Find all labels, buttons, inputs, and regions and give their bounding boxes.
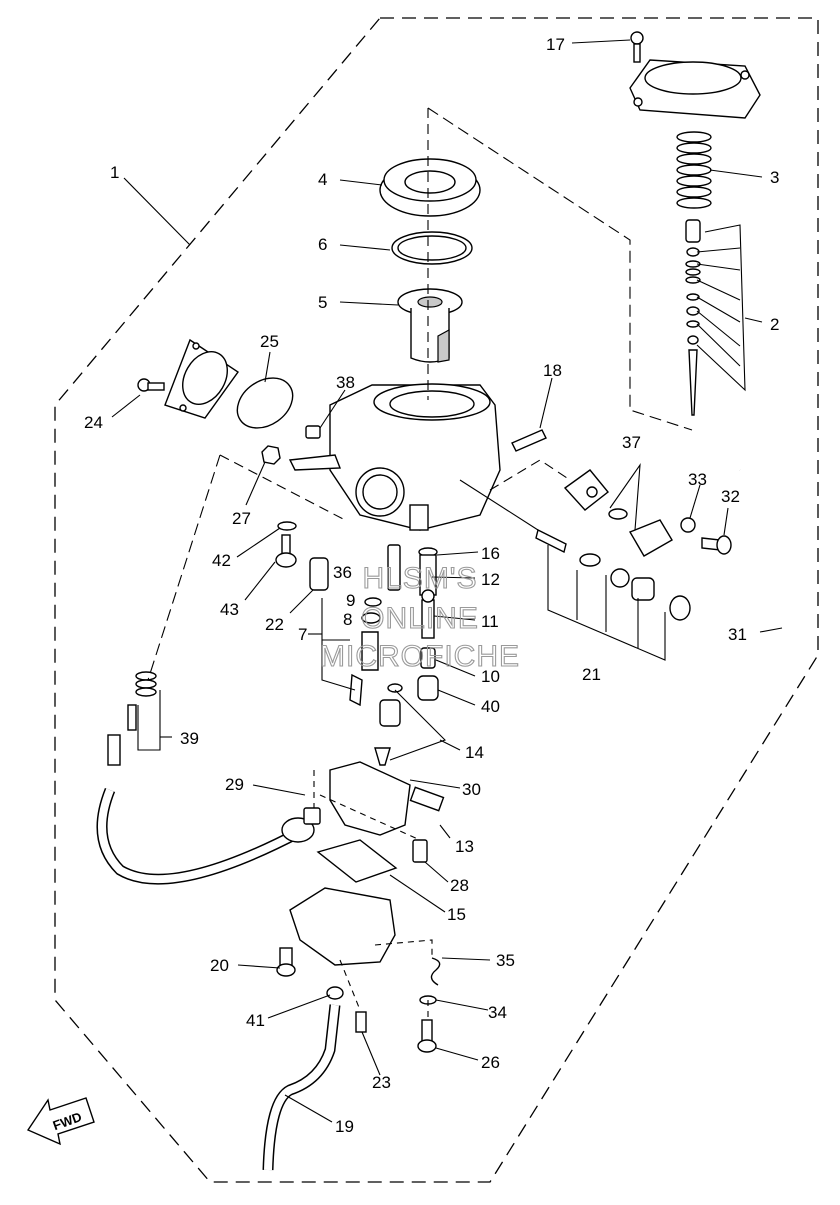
part-38-screw — [305, 425, 321, 439]
label-part-28: 28 — [450, 876, 469, 895]
part-21-choke-valve — [535, 528, 691, 621]
label-part-40: 40 — [481, 697, 500, 716]
part-36-needle-jet — [387, 544, 401, 591]
label-part-20: 20 — [210, 956, 229, 975]
part-6-o-ring — [391, 231, 473, 265]
part-float-bowl — [289, 887, 396, 966]
part-2-needle-assembly — [685, 219, 701, 416]
part-32-screw — [701, 535, 732, 555]
part-42-washer — [277, 521, 297, 531]
watermark-line-2: ONLINE — [361, 602, 479, 635]
part-8-washer — [361, 612, 381, 624]
part-5-piston-valve — [397, 288, 463, 363]
label-part-19: 19 — [335, 1117, 354, 1136]
part-18-screw — [511, 429, 547, 452]
part-10-main-jet — [420, 647, 436, 669]
label-part-1: 1 — [110, 163, 119, 182]
part-33-washer — [680, 517, 696, 533]
label-part-5: 5 — [318, 293, 327, 312]
label-part-36: 36 — [333, 563, 352, 582]
watermark: HLSM'S ONLINE MICROFICHE — [319, 561, 520, 673]
label-part-8: 8 — [343, 610, 352, 629]
label-part-2: 2 — [770, 315, 779, 334]
label-part-37: 37 — [622, 433, 641, 452]
label-part-25: 25 — [260, 332, 279, 351]
label-part-29: 29 — [225, 775, 244, 794]
label-part-9: 9 — [346, 591, 355, 610]
part-17-screw — [630, 31, 644, 63]
leader-lines — [111, 39, 783, 1123]
part-3-spring — [676, 131, 712, 209]
label-part-17: 17 — [546, 35, 565, 54]
label-part-6: 6 — [318, 235, 327, 254]
label-part-23: 23 — [372, 1073, 391, 1092]
part-9-o-ring — [364, 597, 382, 607]
label-part-7: 7 — [298, 625, 307, 644]
label-part-41: 41 — [246, 1011, 265, 1030]
label-part-32: 32 — [721, 487, 740, 506]
label-part-15: 15 — [447, 905, 466, 924]
label-part-34: 34 — [488, 1003, 507, 1022]
watermark-line-3: MICROFICHE — [320, 640, 520, 673]
label-part-12: 12 — [481, 570, 500, 589]
part-40-cap — [417, 675, 439, 701]
fwd-arrow-icon: FWD — [26, 1097, 95, 1146]
label-part-38: 38 — [336, 373, 355, 392]
carburetor-body — [288, 383, 501, 531]
part-number-labels: 1 2 3 4 5 6 7 8 9 10 11 12 13 14 15 16 1… — [84, 35, 779, 1136]
part-31-hose — [738, 465, 780, 700]
part-29-screw — [303, 807, 321, 825]
assembly-lines — [147, 107, 693, 1020]
label-part-13: 13 — [455, 837, 474, 856]
part-24-bolt — [137, 378, 165, 392]
part-30-float — [329, 761, 445, 836]
label-part-3: 3 — [770, 168, 779, 187]
part-14-float-valve — [374, 683, 403, 766]
label-part-30: 30 — [462, 780, 481, 799]
part-39-throttle-cable — [96, 671, 315, 885]
part-insulator-flange — [164, 338, 239, 419]
label-part-39: 39 — [180, 729, 199, 748]
label-part-10: 10 — [481, 667, 500, 686]
part-19-drain-hose — [262, 1004, 341, 1171]
label-part-22: 22 — [265, 615, 284, 634]
label-part-43: 43 — [220, 600, 239, 619]
label-part-26: 26 — [481, 1053, 500, 1072]
label-part-24: 24 — [84, 413, 103, 432]
part-27-nut — [261, 445, 281, 465]
part-25-gasket — [236, 377, 294, 429]
part-4-top-cap — [379, 158, 481, 217]
label-part-42: 42 — [212, 551, 231, 570]
part-16-jet — [418, 547, 438, 596]
label-part-35: 35 — [496, 951, 515, 970]
part-22-jet — [309, 557, 329, 591]
part-28-screw — [412, 839, 428, 863]
label-part-31: 31 — [728, 625, 747, 644]
label-part-14: 14 — [465, 743, 484, 762]
label-part-16: 16 — [481, 544, 500, 563]
label-part-33: 33 — [688, 470, 707, 489]
label-part-27: 27 — [232, 509, 251, 528]
watermark-line-1: HLSM'S — [362, 562, 477, 595]
part-11-jet-holder — [421, 589, 435, 639]
part-23-drain-screw — [355, 1011, 367, 1033]
label-part-18: 18 — [543, 361, 562, 380]
part-15-gasket — [316, 839, 398, 883]
label-part-11: 11 — [481, 612, 499, 631]
part-43-screw — [275, 534, 297, 568]
part-7-pilot-screw — [349, 631, 379, 707]
part-41-clamp — [326, 986, 344, 1000]
label-part-4: 4 — [318, 170, 327, 189]
part-20-screw — [276, 947, 296, 977]
bracket-lines — [137, 224, 746, 761]
part-35-clip — [430, 957, 441, 986]
assembly-boundary — [54, 17, 819, 1183]
label-part-21: 21 — [582, 665, 601, 684]
part-cover-cap — [629, 59, 761, 119]
part-37-diaphragm-cover — [563, 469, 673, 557]
part-26-screw — [417, 1019, 437, 1053]
